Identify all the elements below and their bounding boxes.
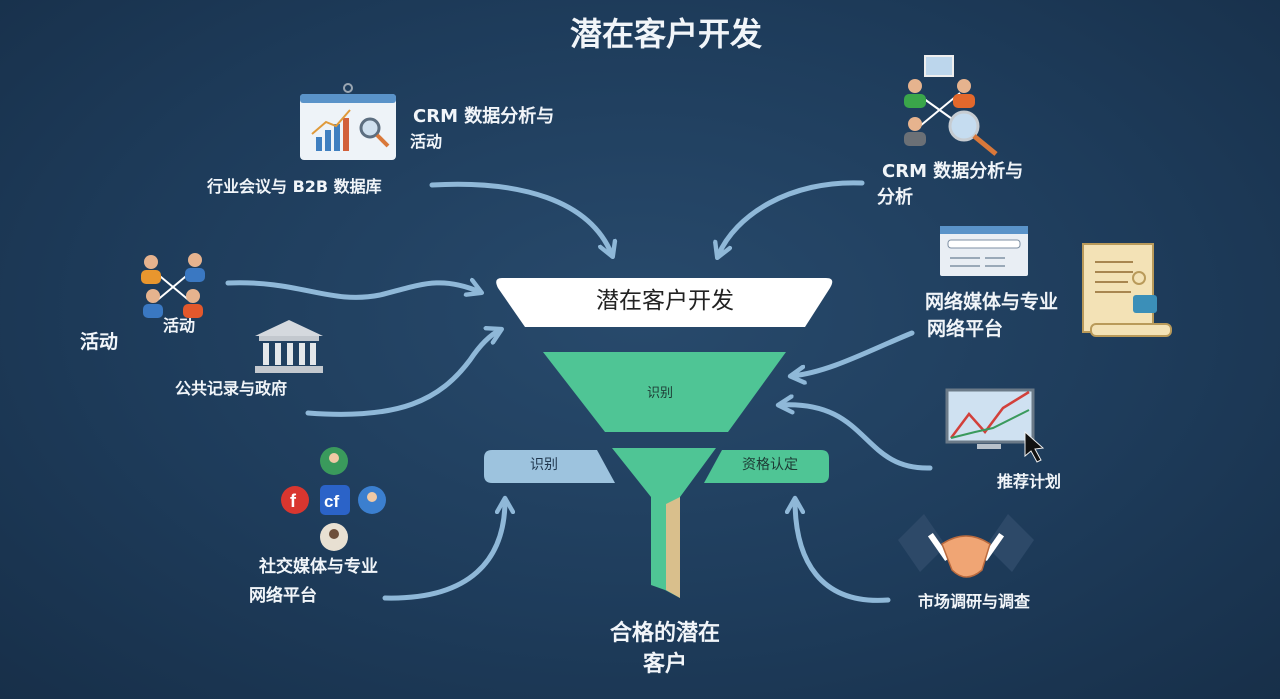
- funnel-output-line2: 客户: [642, 652, 687, 677]
- crm-analysis-label-2: 分析: [877, 187, 913, 208]
- public-records-label: 公共记录与政府: [175, 379, 288, 398]
- scroll-document-icon: [1082, 243, 1172, 337]
- arrow-referral: [780, 405, 933, 471]
- activity-large-label: 活动: [80, 331, 119, 353]
- funnel-right-tag-label: 资格认定: [742, 457, 798, 473]
- networking-people-icon: [141, 253, 205, 318]
- arrow-public-records: [305, 330, 500, 417]
- referral-label: 推荐计划: [997, 472, 1062, 491]
- web-media-label-2: 网络平台: [927, 318, 1004, 340]
- svg-text:cf: cf: [324, 492, 339, 511]
- crm-analysis-label-1: CRM 数据分析与: [882, 161, 1024, 182]
- web-browser-icon: [940, 226, 1028, 276]
- crm-activity-label-1: CRM 数据分析与: [413, 106, 555, 127]
- handshake-icon: [898, 514, 1034, 578]
- crm-search-people-icon: [904, 55, 998, 156]
- svg-text:f: f: [290, 491, 297, 511]
- arrow-market-research: [795, 500, 891, 603]
- funnel-output-line1: 合格的潜在: [609, 621, 720, 646]
- crm-activity-label-2: 活动: [410, 132, 443, 151]
- arrow-web-media: [792, 330, 915, 376]
- social-label-2: 网络平台: [249, 586, 317, 606]
- funnel-left-tag: [484, 450, 615, 483]
- funnel-right-tag: [704, 450, 829, 483]
- funnel-stem-tan: [666, 497, 680, 598]
- web-media-label-1: 网络媒体与专业: [925, 291, 1059, 313]
- arrow-social: [382, 500, 505, 601]
- arrow-activity: [225, 283, 480, 300]
- arrow-conference: [429, 181, 612, 255]
- conference-b2b-label: 行业会议与 B2B 数据库: [207, 177, 382, 196]
- social-label-1: 社交媒体与专业: [259, 557, 378, 577]
- analytics-dashboard-icon: [300, 83, 396, 160]
- funnel-left-tag-label: 识别: [530, 457, 558, 473]
- social-media-network-icon: f cf: [281, 447, 386, 551]
- market-research-label: 市场调研与调查: [918, 592, 1031, 611]
- funnel-bottom-cone: [612, 448, 716, 598]
- page-title: 潜在客户开发: [569, 15, 762, 53]
- funnel-middle-label: 识别: [646, 386, 673, 401]
- funnel-top-band: [496, 278, 833, 327]
- chart-monitor-icon: [945, 388, 1045, 463]
- activity-small-label: 活动: [163, 316, 196, 335]
- funnel-middle-section: [543, 352, 786, 432]
- government-building-icon: [255, 320, 323, 373]
- funnel-top-label: 潜在客户开发: [596, 288, 734, 314]
- arrow-crm-analysis: [718, 180, 865, 256]
